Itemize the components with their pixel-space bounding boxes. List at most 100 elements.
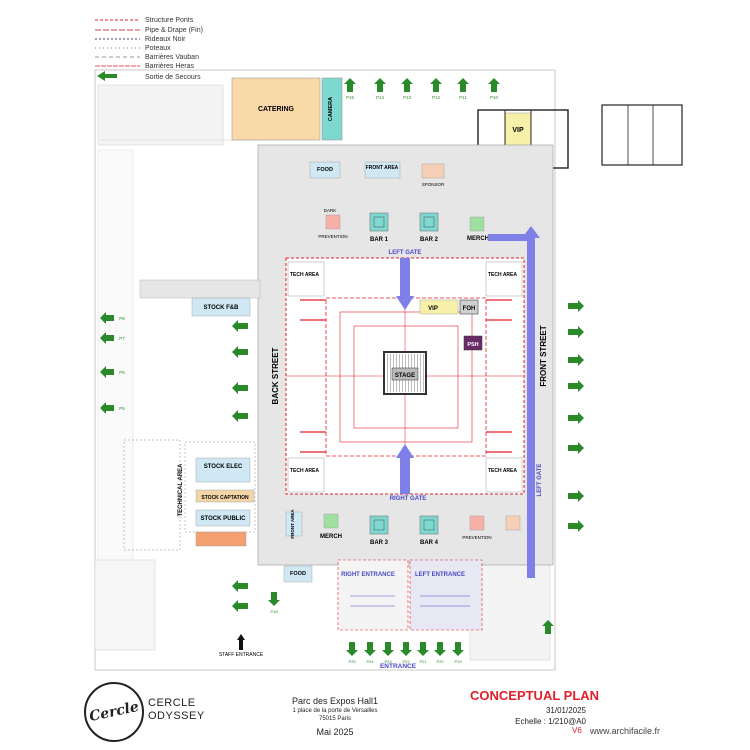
catering-area: CATERING [231, 77, 321, 141]
entrance-zone: FOOD RIGHT ENTRANCE LEFT ENTRANCE ENTRAN… [283, 559, 483, 670]
svg-text:STOCK F&B: STOCK F&B [204, 305, 240, 311]
exits-left: P8 P7 P6 P5 [100, 312, 248, 612]
vip-foh-zone: VIP FOH PSH [419, 299, 483, 351]
svg-text:BAR 3: BAR 3 [370, 540, 389, 546]
svg-text:TECH AREA: TECH AREA [488, 468, 517, 474]
svg-text:BAR 1: BAR 1 [370, 237, 389, 243]
exit-sign: P22 [400, 642, 412, 664]
exit-sign: P15 [344, 78, 356, 100]
legend: Structure Ponts Pipe & Drape (Fin) Ridea… [95, 17, 203, 81]
brand-line-2: ODYSSEY [148, 710, 205, 722]
svg-text:STAFF ENTRANCE: STAFF ENTRANCE [219, 652, 264, 658]
svg-text:CAMERA: CAMERA [328, 97, 334, 121]
svg-text:SPONSOR: SPONSOR [422, 182, 445, 187]
svg-text:P7: P7 [119, 336, 125, 341]
gate-arrows [396, 226, 540, 578]
exit-sign: P7 [100, 332, 125, 344]
svg-text:TECH AREA: TECH AREA [488, 272, 517, 278]
svg-text:STOCK ELEC: STOCK ELEC [204, 464, 243, 470]
exit-sign: P25 [346, 642, 358, 664]
svg-text:STOCK PUBLIC: STOCK PUBLIC [201, 516, 247, 522]
bars-bottom: FRONT AREA MERCH BAR 3 BAR 4 PREVENTION [285, 509, 521, 546]
left-gate-side-label: LEFT GATE [537, 464, 543, 497]
svg-text:PREVENTION: PREVENTION [462, 535, 491, 540]
svg-text:Structure Ponts: Structure Ponts [145, 17, 194, 24]
svg-text:TECH AREA: TECH AREA [290, 272, 319, 278]
camera-area: CAMERA [321, 77, 343, 141]
exit-sign: P20 [434, 642, 446, 664]
exits-right [542, 300, 584, 634]
svg-text:P20: P20 [436, 659, 444, 664]
svg-text:ENTRANCE: ENTRANCE [380, 663, 417, 670]
svg-text:PREVENTION: PREVENTION [318, 234, 347, 239]
front-area-top: FOOD FRONT AREA SPONSOR [309, 161, 445, 187]
back-street-label: BACK STREET [271, 347, 280, 404]
legend-item: Barrières Heras [95, 63, 195, 70]
svg-text:MERCH: MERCH [467, 236, 489, 242]
svg-text:P10: P10 [490, 95, 499, 100]
svg-text:LEFT ENTRANCE: LEFT ENTRANCE [415, 572, 465, 578]
exit-sign: P8 [100, 312, 125, 324]
version-label: V6 [572, 726, 582, 735]
tech-areas: TECH AREA TECH AREA TECH AREA TECH AREA [287, 261, 523, 493]
watermark: www.archifacile.fr [590, 726, 661, 736]
svg-text:Sortie de Secours: Sortie de Secours [145, 74, 201, 81]
exit-sign: P19 [452, 642, 464, 664]
staff-entrance: STAFF ENTRANCE [219, 634, 264, 658]
logo-text: Cercle [87, 698, 141, 726]
svg-text:Poteaux: Poteaux [145, 45, 171, 52]
svg-text:PSH: PSH [467, 342, 478, 348]
plan-scale: Echelle : 1/210@A0 [515, 717, 586, 726]
svg-text:MERCH: MERCH [320, 534, 342, 540]
svg-text:STAGE: STAGE [395, 373, 415, 379]
svg-text:Barrières Vauban: Barrières Vauban [145, 54, 199, 61]
svg-text:P23: P23 [384, 659, 392, 664]
event-date: Mai 2025 [316, 727, 354, 737]
svg-text:CATERING: CATERING [258, 106, 295, 113]
exit-sign: P18 [268, 592, 280, 614]
legend-item: Structure Ponts [95, 17, 194, 24]
svg-text:P19: P19 [454, 659, 462, 664]
svg-text:P13: P13 [403, 95, 412, 100]
venue-block: Parc des Expos Hall1 1 place de la porte… [270, 696, 400, 738]
svg-text:P21: P21 [419, 659, 427, 664]
exit-sign: P5 [100, 402, 125, 414]
vip-annex [601, 104, 683, 166]
front-street-label: FRONT STREET [539, 325, 548, 386]
svg-text:FOH: FOH [463, 306, 476, 312]
svg-text:VIP: VIP [428, 306, 438, 312]
svg-text:P5: P5 [119, 406, 125, 411]
svg-text:FRONT AREA: FRONT AREA [366, 165, 399, 171]
brand-line-1: CERCLE [148, 697, 196, 709]
exit-sign: P24 [364, 642, 376, 664]
svg-text:FRONT AREA: FRONT AREA [290, 509, 295, 539]
venue-address-2: 75015 Paris [318, 716, 352, 722]
exit-sign: P10 [488, 78, 500, 100]
exit-sign: P21 [417, 642, 429, 664]
svg-text:FOOD: FOOD [290, 571, 306, 577]
exit-sign: P23 [382, 642, 394, 664]
svg-text:P8: P8 [119, 316, 125, 321]
plan-date: 31/01/2025 [545, 706, 586, 715]
legend-item: Pipe & Drape (Fin) [95, 27, 203, 34]
svg-text:P14: P14 [376, 95, 385, 100]
legend-item: Poteaux [95, 45, 171, 52]
exits-bottom: P25 P24 P23 P22 P21 P20 P19 P18 [268, 592, 464, 664]
legend-item: Rideaux Noir [95, 36, 186, 43]
exit-sign: P14 [374, 78, 386, 100]
svg-text:P22: P22 [402, 659, 410, 664]
svg-text:P25: P25 [348, 659, 356, 664]
stage: STAGE [383, 351, 427, 395]
svg-text:P18: P18 [270, 609, 278, 614]
plan-info: 31/01/2025 Echelle : 1/210@A0 [508, 705, 586, 727]
svg-text:VIP: VIP [512, 127, 524, 134]
building-outline [94, 69, 556, 671]
plan-title: CONCEPTUAL PLAN [470, 688, 600, 703]
stock-areas: STOCK F&B STOCK ELEC STOCK CAPTATION STO… [123, 297, 256, 551]
svg-text:TECHNICAL AREA: TECHNICAL AREA [178, 463, 184, 517]
cercle-logo: Cercle [84, 682, 144, 742]
svg-text:P6: P6 [119, 370, 125, 375]
exit-sign: P13 [401, 78, 413, 100]
svg-text:STOCK CAPTATION: STOCK CAPTATION [201, 495, 249, 501]
